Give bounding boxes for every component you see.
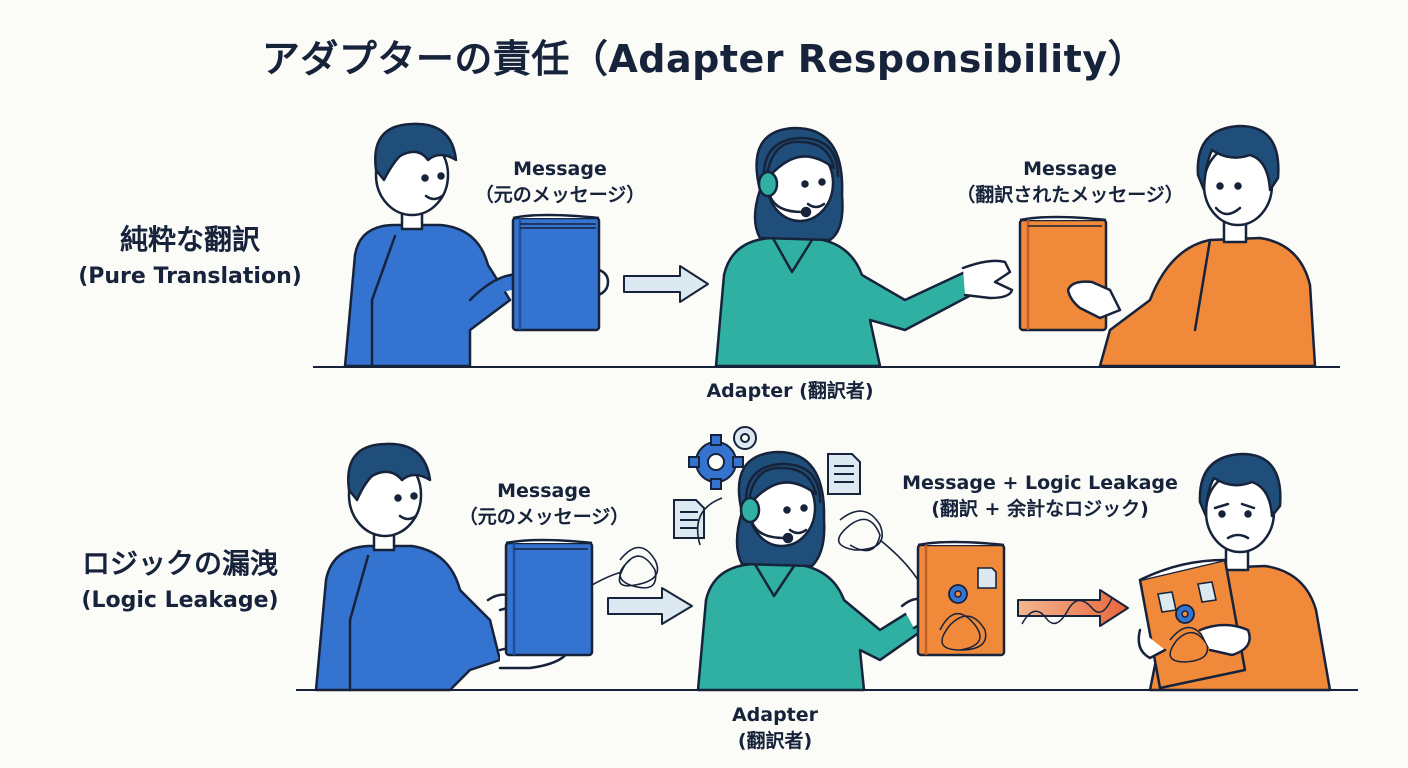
caption-line: Message + Logic Leakage (902, 472, 1178, 494)
adapter-caption: Adapter (翻訳者) (680, 702, 870, 754)
book-icon (511, 213, 601, 332)
caption-line: Message (513, 158, 607, 180)
output-message-caption: Message + Logic Leakage (翻訳 + 余計なロジック) (890, 470, 1190, 522)
gear-icon (733, 426, 757, 450)
scribble-icon (1169, 626, 1210, 663)
caption-line: （翻訳されたメッセージ） (956, 184, 1184, 206)
document-icon (977, 567, 997, 589)
headset-icon (757, 136, 840, 218)
arrow-icon (1017, 589, 1129, 627)
book-icon (1138, 558, 1247, 690)
caption-line: (翻訳 + 余計なロジック) (931, 498, 1149, 520)
arrow-icon (607, 587, 693, 625)
row-label-en: (Pure Translation) (78, 264, 302, 289)
caption-line: （元のメッセージ） (458, 506, 630, 528)
adapter-caption: Adapter (翻訳者) (640, 378, 940, 404)
gear-icon (1175, 604, 1195, 624)
document-icon (827, 453, 861, 495)
caption-line: Adapter (731, 704, 819, 726)
row-label-pure-translation: 純粋な翻訳 (Pure Translation) (40, 218, 340, 289)
book-icon (1018, 215, 1108, 332)
headset-icon (739, 462, 822, 544)
row-label-logic-leakage: ロジックの漏洩 (Logic Leakage) (20, 542, 340, 613)
document-icon (673, 499, 705, 539)
document-icon (1157, 581, 1217, 613)
gear-icon (948, 584, 968, 604)
caption-line: （元のメッセージ） (474, 184, 646, 206)
scribble-icon (939, 613, 987, 651)
caption-line: Adapter (翻訳者) (706, 380, 874, 402)
caption-line: Message (497, 480, 591, 502)
arrow-icon (623, 265, 709, 303)
caption-line: (翻訳者) (737, 730, 813, 752)
input-message-caption: Message （元のメッセージ） (440, 156, 680, 208)
row-label-en: (Logic Leakage) (81, 588, 279, 613)
row-label-jp: ロジックの漏洩 (81, 547, 278, 580)
row-label-jp: 純粋な翻訳 (119, 223, 260, 256)
book-icon (504, 538, 594, 657)
book-icon (916, 540, 1006, 657)
input-message-caption: Message （元のメッセージ） (424, 478, 664, 530)
caption-line: Message (1023, 158, 1117, 180)
receiver-hands (1137, 623, 1251, 660)
page-title: アダプターの責任（Adapter Responsibility） (261, 37, 1147, 81)
gear-icon (688, 434, 744, 490)
output-message-caption: Message （翻訳されたメッセージ） (920, 156, 1220, 208)
